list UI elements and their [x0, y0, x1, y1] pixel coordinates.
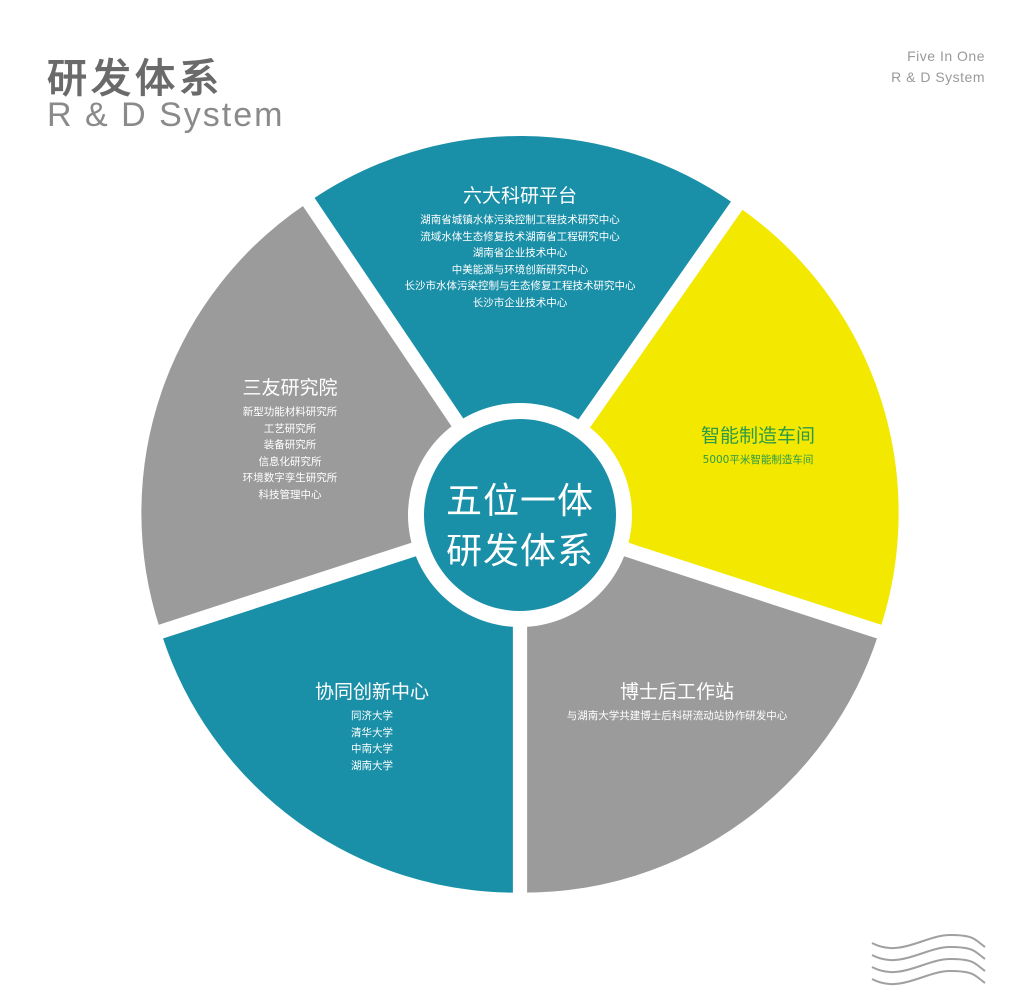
center-title-line2: 研发体系 — [445, 531, 595, 572]
segment-innovation-center: 协同创新中心同济大学清华大学中南大学湖南大学 — [315, 679, 429, 774]
segment-title: 六大科研平台 — [462, 185, 577, 207]
segment-item: 同济大学 — [350, 710, 393, 722]
tagline-rd-system: R & D System — [891, 69, 985, 85]
page-title: 研发体系 — [47, 56, 223, 102]
segment-title: 智能制造车间 — [700, 425, 816, 447]
segment-item: 装备研究所 — [263, 439, 317, 451]
tagline-five-in-one: Five In One — [907, 48, 985, 64]
segment-item: 5000平米智能制造车间 — [702, 454, 814, 466]
segment-research-platforms: 六大科研平台湖南省城镇水体污染控制工程技术研究中心流域水体生态修复技术湖南省工程… — [405, 183, 636, 311]
center-circle — [424, 419, 616, 611]
wave-lines-icon — [871, 933, 986, 985]
segment-item: 信息化研究所 — [258, 455, 322, 468]
segment-item: 与湖南大学共建博士后科研流动站协作研发中心 — [566, 710, 788, 722]
wedge-research-platforms — [306, 130, 740, 514]
segment-item: 流域水体生态修复技术湖南省工程研究中心 — [420, 230, 620, 243]
segment-title: 协同创新中心 — [314, 681, 430, 703]
segment-title: 三友研究院 — [242, 377, 338, 399]
segment-item: 中美能源与环境创新研究中心 — [451, 263, 589, 276]
segment-title: 博士后工作站 — [619, 681, 734, 703]
segment-item: 长沙市企业技术中心 — [472, 296, 568, 309]
segment-item: 科技管理中心 — [258, 488, 322, 501]
page-subtitle: R & D System — [47, 96, 285, 134]
segment-item: 清华大学 — [350, 726, 393, 739]
segment-item: 湖南大学 — [350, 759, 393, 772]
segment-item: 新型功能材料研究所 — [242, 406, 338, 418]
wedge-innovation-center — [155, 516, 519, 899]
segment-item: 湖南省企业技术中心 — [472, 247, 568, 259]
center-title-line1: 五位一体 — [445, 481, 595, 522]
segment-item: 环境数字孪生研究所 — [242, 472, 338, 484]
segment-sanyou-institute: 三友研究院新型功能材料研究所工艺研究所装备研究所信息化研究所环境数字孪生研究所科… — [242, 375, 337, 503]
segment-item: 湖南省城镇水体污染控制工程技术研究中心 — [420, 214, 620, 226]
segment-item: 工艺研究所 — [263, 422, 317, 435]
wedge-postdoc-station — [521, 516, 885, 899]
segment-item: 中南大学 — [350, 743, 393, 755]
segment-smart-manufacturing: 智能制造车间 5000平米智能制造车间 — [701, 423, 815, 469]
segment-item: 长沙市水体污染控制与生态修复工程技术研究中心 — [404, 280, 636, 292]
segment-postdoc-station: 博士后工作站与湖南大学共建博士后科研流动站协作研发中心 — [567, 679, 788, 725]
